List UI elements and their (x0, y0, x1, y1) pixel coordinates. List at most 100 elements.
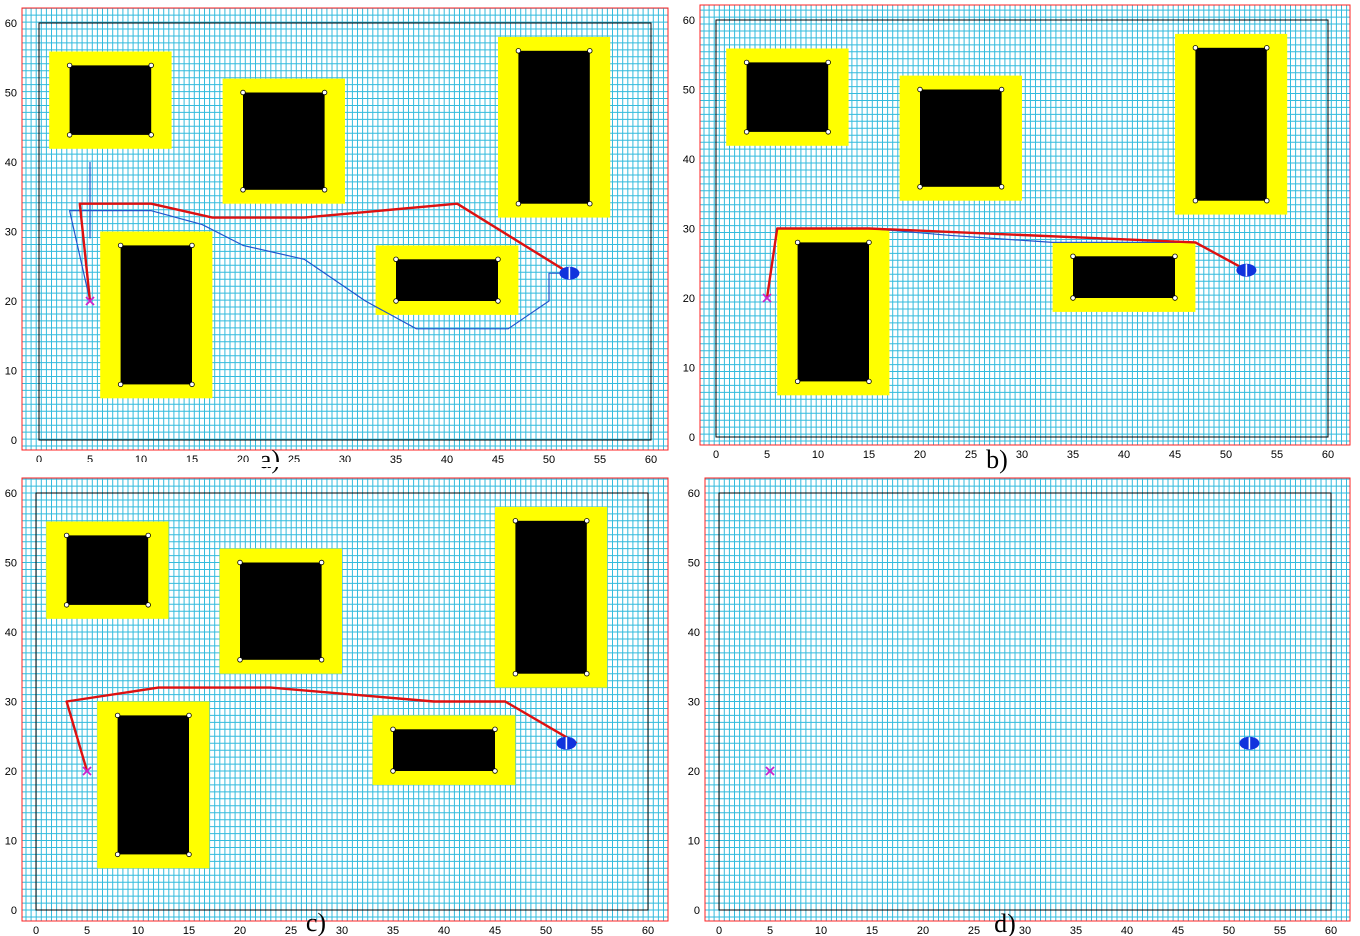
obstacle (396, 259, 498, 301)
obstacle (393, 729, 495, 771)
y-tick-label: 20 (683, 293, 695, 305)
obstacle-vertex (63, 532, 70, 539)
panel-label: c) (306, 908, 326, 936)
y-tick-label: 10 (683, 363, 695, 375)
x-tick-label: 60 (645, 454, 657, 466)
obstacle-vertex (66, 132, 73, 138)
x-tick-label: 50 (1220, 449, 1232, 461)
y-tick-label: 0 (11, 435, 17, 447)
x-tick-label: 60 (1322, 449, 1334, 461)
goal-robot-marker (559, 266, 580, 280)
obstacle-vertex (145, 532, 151, 539)
x-tick-label: 30 (1016, 449, 1028, 461)
plot-frame (704, 477, 1351, 922)
y-tick-label: 30 (683, 224, 695, 236)
obstacle (69, 65, 152, 135)
obstacle-vertex (321, 187, 328, 193)
obstacle (117, 715, 189, 855)
obstacle (1195, 47, 1267, 201)
x-tick-label: 55 (591, 925, 603, 936)
x-tick-label: 25 (965, 449, 977, 461)
obstacle-vertex (587, 48, 593, 54)
obstacle (240, 562, 322, 660)
x-tick-label: 30 (1019, 925, 1031, 936)
plot-frame (21, 7, 669, 451)
obstacle-vertex (866, 239, 872, 246)
obstacle-vertex (393, 298, 399, 304)
obstacle (920, 89, 1002, 187)
obstacle-vertex (240, 187, 246, 193)
start-marker (765, 766, 775, 776)
obstacle (797, 242, 869, 382)
obstacle-vertex (492, 726, 498, 732)
separator-strip (0, 462, 350, 467)
x-tick-label: 30 (336, 925, 348, 936)
x-tick-label: 50 (543, 454, 555, 466)
obstacle-vertex (114, 851, 121, 858)
obstacle-vertex (512, 671, 519, 677)
obstacle-vertex (1070, 253, 1076, 259)
x-tick-label: 40 (1118, 449, 1130, 461)
obstacle-vertex (63, 602, 70, 608)
x-tick-label: 5 (764, 449, 770, 461)
y-tick-label: 10 (5, 836, 17, 848)
obstacle (243, 92, 325, 190)
x-tick-label: 5 (767, 925, 773, 936)
workspace-boundary (718, 492, 1332, 911)
obstacle (66, 535, 149, 605)
y-tick-label: 10 (688, 836, 700, 848)
x-tick-label: 55 (594, 454, 606, 466)
obstacle (515, 520, 587, 674)
obstacle-vertex (114, 712, 121, 719)
obstacle-vertex (186, 712, 192, 719)
obstacle-vertex (1172, 253, 1178, 259)
obstacle-vertex (917, 86, 923, 93)
obstacle-vertex (318, 657, 325, 663)
x-tick-label: 55 (1271, 449, 1283, 461)
planned-path (65, 686, 578, 772)
goal-robot-marker (556, 736, 577, 750)
obstacle-vertex (495, 256, 501, 262)
plot-frame (21, 477, 669, 922)
x-tick-label: 15 (863, 449, 875, 461)
x-tick-label: 20 (914, 449, 926, 461)
panel-label: b) (986, 445, 1008, 474)
workspace-boundary (38, 22, 652, 441)
obstacle-vertex (117, 242, 124, 249)
y-tick-label: 30 (5, 227, 17, 239)
x-tick-label: 15 (866, 925, 878, 936)
goal-robot-marker (1239, 736, 1260, 750)
y-tick-label: 50 (683, 85, 695, 97)
obstacle-vertex (148, 132, 154, 138)
y-tick-label: 30 (5, 697, 17, 709)
obstacle-vertex (998, 184, 1005, 190)
obstacle-vertex (1264, 197, 1270, 204)
obstacle-vertex (1172, 295, 1178, 301)
obstacle-vertex (1070, 295, 1076, 301)
x-tick-label: 0 (713, 449, 719, 461)
y-tick-label: 40 (683, 154, 695, 166)
obstacle-vertex (512, 518, 519, 524)
obstacle-vertex (794, 239, 801, 246)
y-tick-label: 60 (5, 488, 17, 500)
obstacle-vertex (743, 59, 750, 66)
obstacle-vertex (743, 129, 750, 135)
x-tick-label: 35 (390, 454, 402, 466)
x-tick-label: 5 (84, 925, 90, 936)
obstacle-vertex (189, 381, 195, 388)
y-tick-label: 40 (5, 627, 17, 639)
obstacle (1073, 256, 1175, 298)
x-tick-label: 10 (815, 925, 827, 936)
x-tick-label: 45 (492, 454, 504, 466)
obstacle-vertex (393, 256, 399, 262)
x-tick-label: 45 (1172, 925, 1184, 936)
y-tick-label: 20 (688, 766, 700, 778)
y-tick-label: 60 (5, 18, 17, 30)
obstacle-vertex (515, 48, 522, 54)
x-tick-label: 10 (812, 449, 824, 461)
obstacle-vertex (794, 378, 801, 385)
obstacle-vertex (390, 726, 396, 732)
